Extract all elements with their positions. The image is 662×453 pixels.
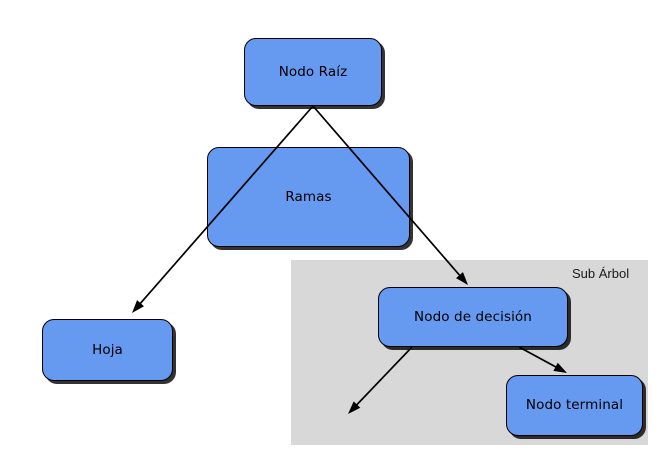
node-leaf-label: Hoja [92, 341, 123, 358]
node-leaf[interactable]: Hoja [42, 319, 173, 381]
node-branches[interactable]: Ramas [207, 147, 410, 247]
region-label-sub-arbol: Sub Árbol [572, 266, 630, 281]
node-root[interactable]: Nodo Raíz [244, 38, 382, 106]
node-decision-label: Nodo de decisión [414, 308, 532, 325]
node-terminal[interactable]: Nodo terminal [506, 375, 643, 436]
node-root-label: Nodo Raíz [278, 63, 348, 80]
node-terminal-label: Nodo terminal [525, 397, 624, 414]
node-branches-label: Ramas [285, 188, 332, 205]
node-decision[interactable]: Nodo de decisión [378, 287, 568, 347]
